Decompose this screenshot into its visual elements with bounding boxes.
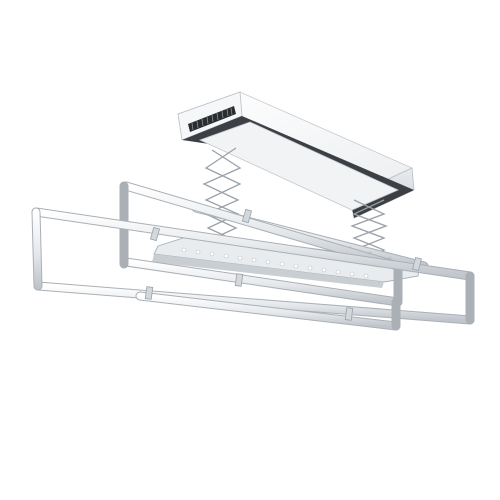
vent-grill xyxy=(188,106,236,132)
lower-front-bar xyxy=(135,291,401,331)
hanger-plate xyxy=(152,233,421,288)
scissor-lift-left xyxy=(202,147,242,241)
housing-lower-panel xyxy=(198,121,399,211)
motor-housing xyxy=(176,91,415,219)
hanger-holes xyxy=(181,247,369,279)
bar-joints xyxy=(144,208,422,321)
